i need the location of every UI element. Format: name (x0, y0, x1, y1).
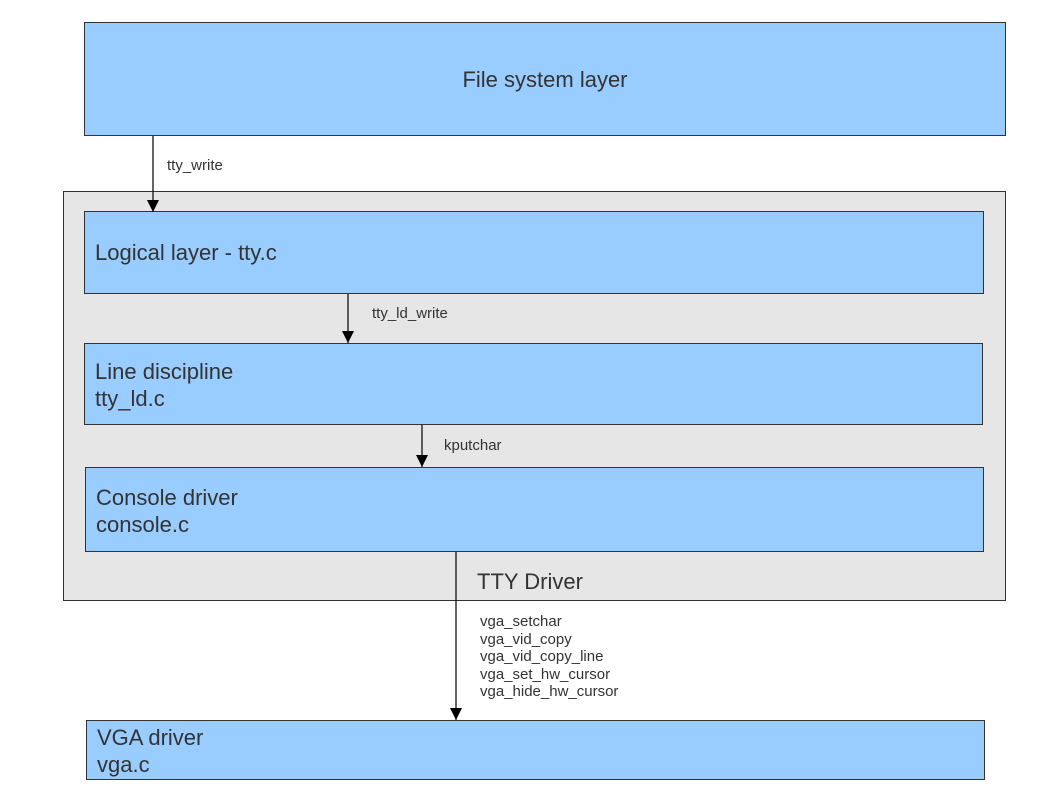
console-driver-file: console.c (96, 512, 189, 537)
edge-label-tty-ld-write: tty_ld_write (372, 305, 448, 322)
edge-label-vga-vid-copy-line: vga_vid_copy_line (480, 648, 604, 665)
line-discipline-label: Line discipline tty_ld.c (95, 358, 233, 412)
logical-layer-label: Logical layer - tty.c (95, 240, 277, 265)
vga-driver-name: VGA driver (97, 725, 204, 750)
edge-label-vga-vid-copy: vga_vid_copy (480, 630, 572, 648)
vga-driver-file: vga.c (97, 752, 150, 777)
edge-label-vga-hide-hw-cursor: vga_hide_hw_cursor (480, 683, 619, 700)
edge-label-vga-set-hw-cursor: vga_set_hw_cursor (480, 665, 611, 683)
tty-driver-title: TTY Driver (477, 569, 583, 594)
file-system-layer-label: File system layer (462, 67, 628, 92)
console-driver-name: Console driver (96, 485, 238, 510)
edge-label-vga-functions: vga_setchar vga_vid_copy vga_vid_copy_li… (480, 613, 618, 701)
line-discipline-name: Line discipline (95, 359, 234, 384)
edge-label-kputchar: kputchar (444, 437, 502, 454)
edge-label-vga-setchar: vga_setchar (480, 613, 562, 630)
console-driver-label: Console driver console.c (96, 484, 238, 538)
vga-driver-box: VGA driver vga.c (86, 720, 985, 780)
console-driver-box: Console driver console.c (85, 467, 984, 552)
file-system-layer-box: File system layer (84, 22, 1006, 136)
line-discipline-box: Line discipline tty_ld.c (84, 343, 983, 425)
line-discipline-file: tty_ld.c (95, 386, 165, 411)
logical-layer-box: Logical layer - tty.c (84, 211, 984, 294)
edge-label-tty-write: tty_write (167, 157, 223, 174)
vga-driver-label: VGA driver vga.c (97, 724, 203, 778)
